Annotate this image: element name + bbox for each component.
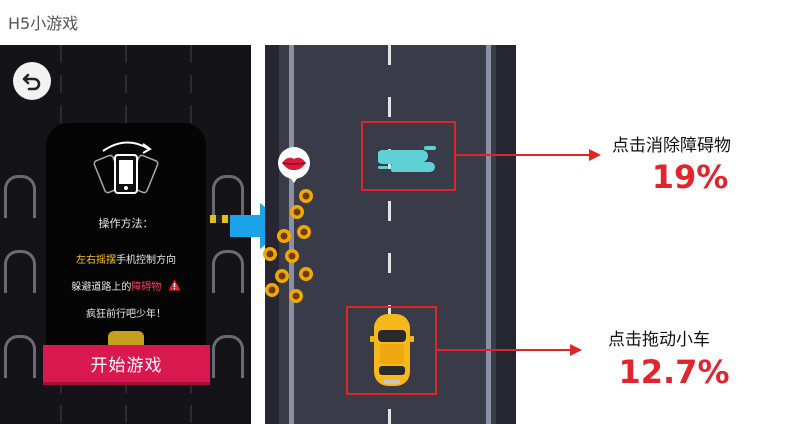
lane-dash xyxy=(388,253,391,273)
game-start-screen: 操作方法： 左右摇摆手机控制方向 躲避道路上的障碍物 疯狂前行吧少年！ 开始游戏 xyxy=(0,45,251,424)
instruction-text: 手机控制方向 xyxy=(116,255,176,266)
lane-dash xyxy=(388,201,391,221)
road-arch xyxy=(212,250,244,293)
car-peek xyxy=(108,331,144,347)
lips-icon[interactable] xyxy=(276,146,312,184)
lane-solid-line xyxy=(289,45,294,424)
instruction-highlight: 左右摇摆 xyxy=(76,255,116,266)
lane-dash xyxy=(388,409,391,424)
start-game-button[interactable]: 开始游戏 xyxy=(43,345,210,385)
road-arch xyxy=(4,175,36,218)
obstacle-click-rate: 19% xyxy=(651,158,729,196)
sunflower-obstacle-cluster[interactable] xyxy=(262,186,322,306)
obstacle-callout-label: 点击消除障碍物 xyxy=(612,136,731,156)
lane-dash xyxy=(388,97,391,117)
callout-arrow-icon xyxy=(436,344,582,356)
car-callout-label: 点击拖动小车 xyxy=(608,330,710,350)
back-arrow-icon xyxy=(22,73,41,91)
road-arch xyxy=(4,335,36,378)
lane-solid-line xyxy=(486,45,491,424)
car-icon[interactable] xyxy=(370,312,414,388)
instruction-text: 躲避道路上的 xyxy=(71,282,132,293)
instruction-title: 操作方法： xyxy=(98,217,154,230)
car-drag-rate: 12.7% xyxy=(618,353,730,391)
callout-arrow-icon xyxy=(455,149,601,161)
warning-icon xyxy=(168,279,181,291)
road-edge xyxy=(496,45,516,424)
road-arch xyxy=(4,250,36,293)
back-button[interactable] xyxy=(13,62,51,100)
instruction-line-1: 左右摇摆手机控制方向 xyxy=(46,251,206,266)
lane-dash xyxy=(388,45,391,65)
road-arch xyxy=(212,335,244,378)
cloud-obstacle-icon[interactable] xyxy=(378,140,440,176)
instruction-highlight: 障碍物 xyxy=(131,282,162,293)
road-edge xyxy=(265,45,279,424)
sunflower-icon xyxy=(263,189,313,303)
page-title: H5小游戏 xyxy=(8,14,79,33)
instruction-card: 操作方法： 左右摇摆手机控制方向 躲避道路上的障碍物 疯狂前行吧少年！ xyxy=(46,123,206,366)
instruction-line-3: 疯狂前行吧少年！ xyxy=(86,309,166,320)
barrier-stripe xyxy=(210,215,248,223)
road-arch xyxy=(212,175,244,218)
phone-tilt-icon xyxy=(93,141,159,194)
instruction-line-2: 躲避道路上的障碍物 xyxy=(46,278,206,293)
